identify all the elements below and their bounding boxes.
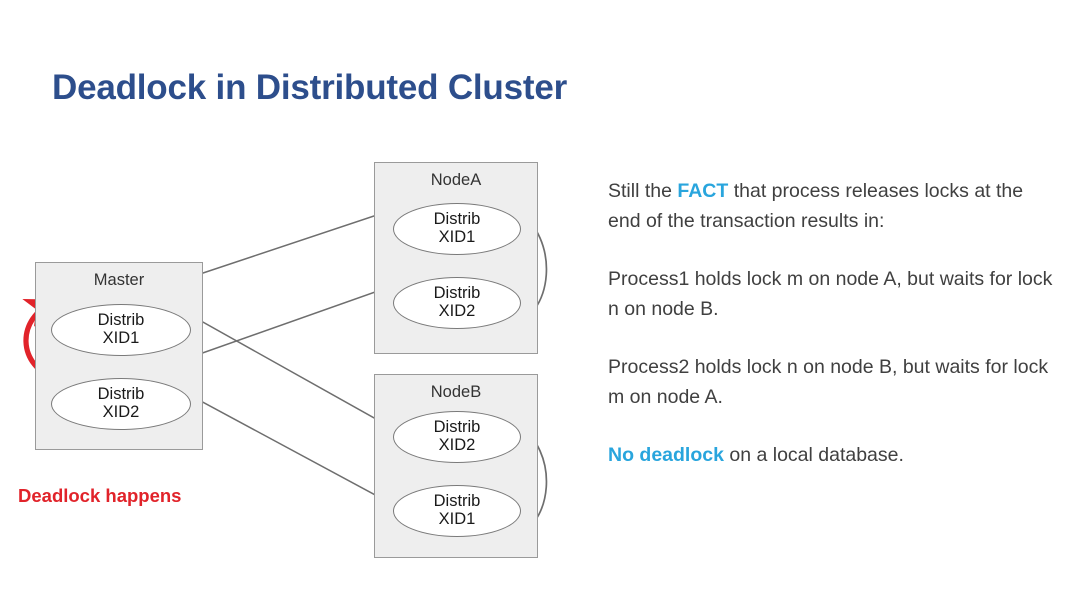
nodeb-xid1-line2: XID1 [438,510,476,528]
paragraph-process1: Process1 holds lock m on node A, but wai… [608,268,1053,320]
cluster-deadlock-diagram: Master Distrib XID1 Distrib XID2 NodeA D… [0,140,580,580]
nodea-title: NodeA [430,171,482,189]
master-xid2-node[interactable]: Distrib XID2 [51,378,191,430]
fact-highlight: FACT [677,180,729,202]
explanation-text-column: Still the FACT that process releases loc… [608,176,1060,470]
nodea-xid1-node[interactable]: Distrib XID1 [393,203,521,255]
master-xid2-line1: Distrib [97,385,145,404]
nodeb-xid2-line1: Distrib [433,418,481,437]
nodea-xid1-line1: Distrib [433,210,481,229]
page-title: Deadlock in Distributed Cluster [52,68,568,107]
paragraph-fact-before: Still the [608,180,678,202]
nodeb-xid2-line2: XID2 [438,436,476,454]
master-xid1-line1: Distrib [97,311,145,330]
master-node-box[interactable]: Master Distrib XID1 Distrib XID2 [35,262,203,450]
paragraph-fact-after: that process releases locks at the end o… [608,180,1024,232]
nodeb-xid2-node[interactable]: Distrib XID2 [393,411,521,463]
paragraph-no-deadlock: No deadlock on a local database. [608,440,1060,470]
master-xid1-node[interactable]: Distrib XID1 [51,304,191,356]
paragraph-fact: Still the FACT that process releases loc… [608,176,1060,236]
nodea-box[interactable]: NodeA Distrib XID1 Distrib XID2 [374,162,538,354]
master-node-title: Master [93,271,145,289]
nodea-xid2-node[interactable]: Distrib XID2 [393,277,521,329]
master-xid1-line2: XID1 [102,329,140,347]
nodea-xid2-line2: XID2 [438,302,476,320]
nodeb-xid1-node[interactable]: Distrib XID1 [393,485,521,537]
nodeb-xid1-line1: Distrib [433,492,481,511]
nodea-xid1-line2: XID1 [438,228,476,246]
nodeb-title: NodeB [430,383,482,401]
nodea-xid2-line1: Distrib [433,284,481,303]
deadlock-happens-label: Deadlock happens [18,485,182,506]
nodeb-box[interactable]: NodeB Distrib XID2 Distrib XID1 [374,374,538,558]
paragraph-no-deadlock-after: on a local database. [723,444,904,466]
no-deadlock-highlight: No deadlock [608,444,724,466]
master-xid2-line2: XID2 [102,403,140,421]
paragraph-process2: Process2 holds lock n on node B, but wai… [608,356,1049,408]
